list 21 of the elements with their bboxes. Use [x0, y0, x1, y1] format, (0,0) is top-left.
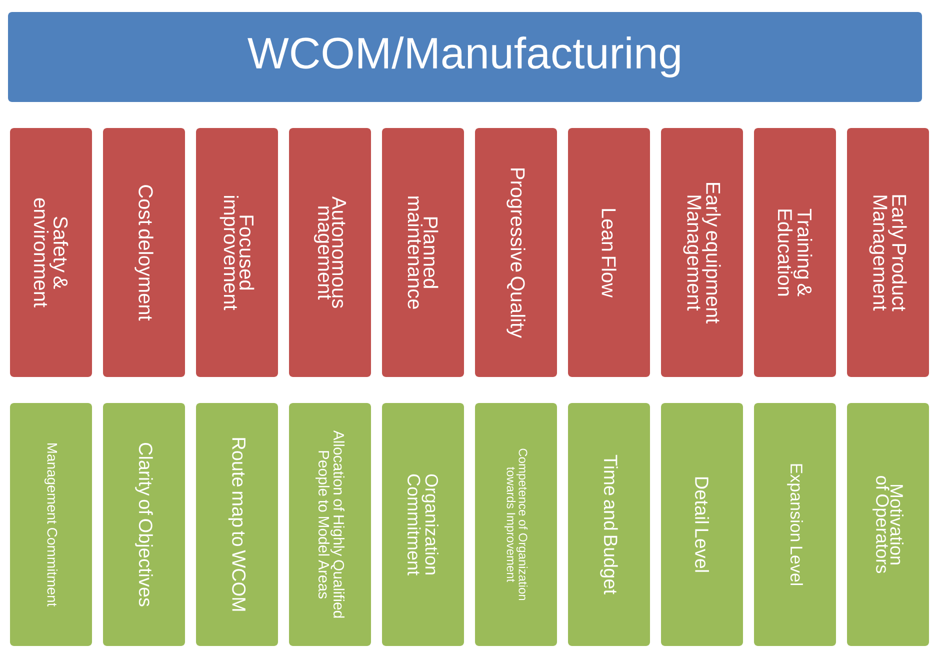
- pillar-box: Cost deloyment: [103, 128, 185, 377]
- title-banner: WCOM/Manufacturing: [8, 12, 922, 102]
- factor-box: Competence of Organization towards Improvement: [475, 402, 557, 646]
- factor-box: Management Commitment: [10, 402, 92, 646]
- pillar-box: Lean Flow: [568, 128, 650, 377]
- factor-box: Detail Level: [661, 402, 743, 646]
- factor-box: Motivation of Operators: [847, 402, 929, 646]
- factor-box: Route map to WCOM: [196, 402, 278, 646]
- pillar-box: Training & Education: [754, 128, 836, 377]
- factor-box: Time and Budget: [568, 402, 650, 646]
- pillar-box: Autonomous magement: [289, 128, 371, 377]
- factor-box: Allocation of Highly Qualified People to Model Areas: [289, 402, 371, 646]
- factor-box: Expansion Level: [754, 402, 836, 646]
- factor-box: Clarity of Objectives: [103, 402, 185, 646]
- pillar-box: Progressive Quality: [475, 128, 557, 377]
- pillar-box: Early equipment Management: [661, 128, 743, 377]
- factor-box: Organization Commitment: [382, 402, 464, 646]
- pillar-box: Planned maintenance: [382, 128, 464, 377]
- pillar-box: Safety & environment: [10, 128, 92, 377]
- pillar-box: Early Product Management: [847, 128, 929, 377]
- pillar-box: Focused improvement: [196, 128, 278, 377]
